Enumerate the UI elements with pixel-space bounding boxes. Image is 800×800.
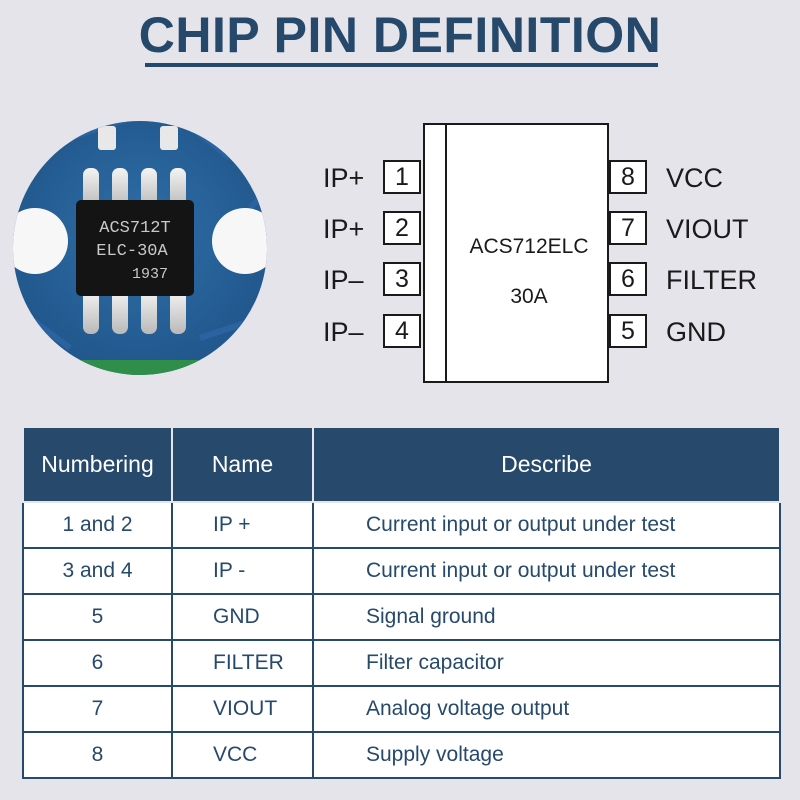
cell-numbering: 7: [22, 685, 173, 733]
cell-describe: Current input or output under test: [312, 547, 781, 595]
table-row: 7 VIOUT Analog voltage output: [22, 685, 781, 733]
cell-numbering: 6: [22, 639, 173, 687]
cell-numbering: 5: [22, 593, 173, 641]
pin-definition-table: Numbering Name Describe 1 and 2 IP + Cur…: [22, 426, 781, 779]
chip-marking-line-3: 1937: [132, 266, 168, 283]
title-underline: [145, 63, 658, 67]
pin-1-label: IP+: [323, 163, 365, 193]
chip-package-diagram: ACS712ELC 30A: [423, 123, 609, 383]
pin-3-number: 3: [383, 262, 421, 296]
chip-photo: ACS712T ELC-30A 1937: [13, 121, 267, 375]
cell-describe: Supply voltage: [312, 731, 781, 779]
chip-package: [76, 200, 194, 296]
chip-current-rating: 30A: [510, 285, 548, 308]
header-name: Name: [171, 426, 314, 503]
pin-3-label: IP–: [323, 265, 364, 295]
cell-describe: Signal ground: [312, 593, 781, 641]
cell-name: VCC: [171, 731, 314, 779]
pin-6-number: 6: [609, 262, 647, 296]
pin-2-number: 2: [383, 211, 421, 245]
cell-name: VIOUT: [171, 685, 314, 733]
header-describe: Describe: [312, 426, 781, 503]
table-row: 6 FILTER Filter capacitor: [22, 639, 781, 687]
page-title: CHIP PIN DEFINITION: [138, 7, 662, 63]
table-row: 3 and 4 IP - Current input or output und…: [22, 547, 781, 595]
chip-marking-line-2: ELC-30A: [96, 242, 168, 261]
chip-marking-line-1: ACS712T: [99, 219, 170, 238]
chip-bottom-pins: [83, 290, 186, 334]
header-numbering: Numbering: [22, 426, 173, 503]
chip-part-number: ACS712ELC: [469, 235, 589, 258]
pin-7-number: 7: [609, 211, 647, 245]
cell-name: IP -: [171, 547, 314, 595]
cell-numbering: 3 and 4: [22, 547, 173, 595]
cell-describe: Filter capacitor: [312, 639, 781, 687]
cell-describe: Current input or output under test: [312, 501, 781, 549]
table-row: 5 GND Signal ground: [22, 593, 781, 641]
pin1-indicator-stripe: [445, 125, 447, 381]
chip-top-pins: [83, 168, 186, 208]
pin-6-label: FILTER: [666, 265, 758, 295]
pin-8-number: 8: [609, 160, 647, 194]
cell-numbering: 1 and 2: [22, 501, 173, 549]
pin-4-number: 4: [383, 314, 421, 348]
pin-5-label: GND: [666, 317, 726, 347]
table-row: 8 VCC Supply voltage: [22, 731, 781, 779]
table-row: 1 and 2 IP + Current input or output und…: [22, 501, 781, 549]
pin-5-number: 5: [609, 314, 647, 348]
cell-numbering: 8: [22, 731, 173, 779]
pin-8-label: VCC: [666, 163, 724, 193]
cell-name: FILTER: [171, 639, 314, 687]
pin-1-number: 1: [383, 160, 421, 194]
pin-7-label: VIOUT: [666, 214, 749, 244]
pin-2-label: IP+: [323, 214, 365, 244]
cell-name: IP +: [171, 501, 314, 549]
cell-describe: Analog voltage output: [312, 685, 781, 733]
cell-name: GND: [171, 593, 314, 641]
pin-4-label: IP–: [323, 317, 364, 347]
table-header-row: Numbering Name Describe: [22, 426, 781, 503]
